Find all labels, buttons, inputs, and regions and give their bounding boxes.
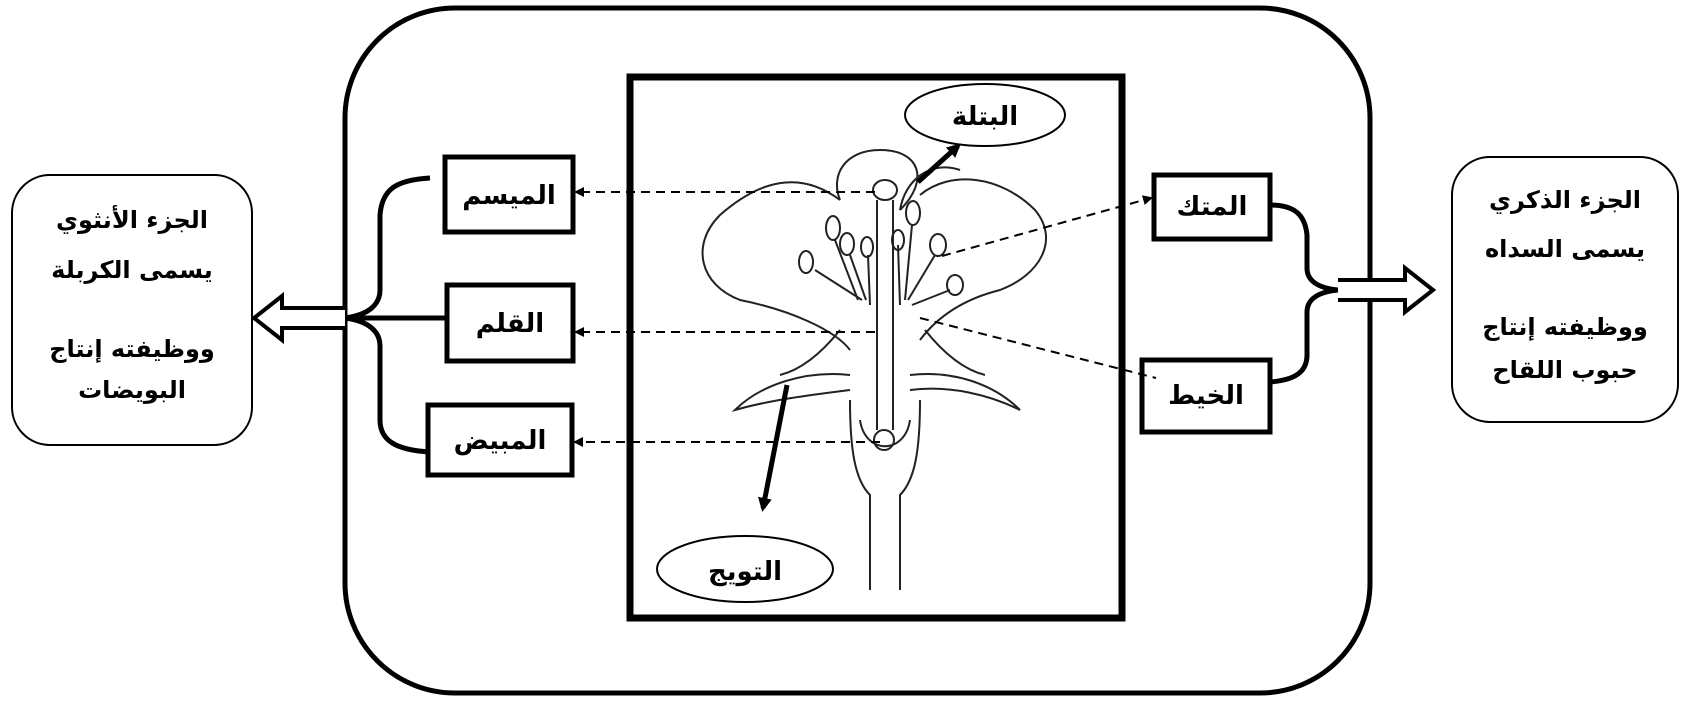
filament-box xyxy=(1139,357,1273,435)
ovary-label: المبيض xyxy=(454,426,547,456)
female-line-4: البويضات xyxy=(78,376,186,404)
petal-label: البتلة xyxy=(952,102,1018,132)
ovary-box xyxy=(425,402,575,478)
petal-arrow xyxy=(916,143,961,184)
female-line-2: يسمى الكربلة xyxy=(51,256,213,284)
style-box xyxy=(444,282,576,364)
corolla-oval xyxy=(656,535,834,603)
style-label: القلم xyxy=(476,309,544,339)
anther-pointer xyxy=(941,195,1153,257)
anther-box xyxy=(1151,172,1273,242)
corolla-arrow xyxy=(758,384,790,512)
filament-label: الخيط xyxy=(1168,381,1244,411)
male-line-2: يسمى السداه xyxy=(1485,235,1645,263)
corolla-label: التويج xyxy=(708,557,782,587)
male-hollow-arrow xyxy=(1338,263,1437,317)
stigma-label: الميسم xyxy=(462,181,556,211)
flower-illustration xyxy=(701,148,1047,590)
petal-oval xyxy=(904,83,1066,147)
female-brace xyxy=(344,175,431,455)
filament-pointer xyxy=(919,317,1157,379)
stigma-box xyxy=(442,154,576,235)
male-line-4: حبوب اللقاح xyxy=(1492,356,1637,384)
anther-label: المتك xyxy=(1177,192,1248,222)
female-hollow-arrow xyxy=(250,291,345,345)
female-line-3: ووظيفته إنتاج xyxy=(49,335,215,363)
male-line-1: الجزء الذكري xyxy=(1489,186,1641,214)
male-line-3: ووظيفته إنتاج xyxy=(1482,313,1648,341)
male-brace xyxy=(1269,202,1339,385)
female-line-1: الجزء الأنثوي xyxy=(56,205,208,234)
main-container xyxy=(342,5,1373,696)
female-info-panel xyxy=(11,174,253,446)
male-info-panel xyxy=(1451,156,1679,423)
